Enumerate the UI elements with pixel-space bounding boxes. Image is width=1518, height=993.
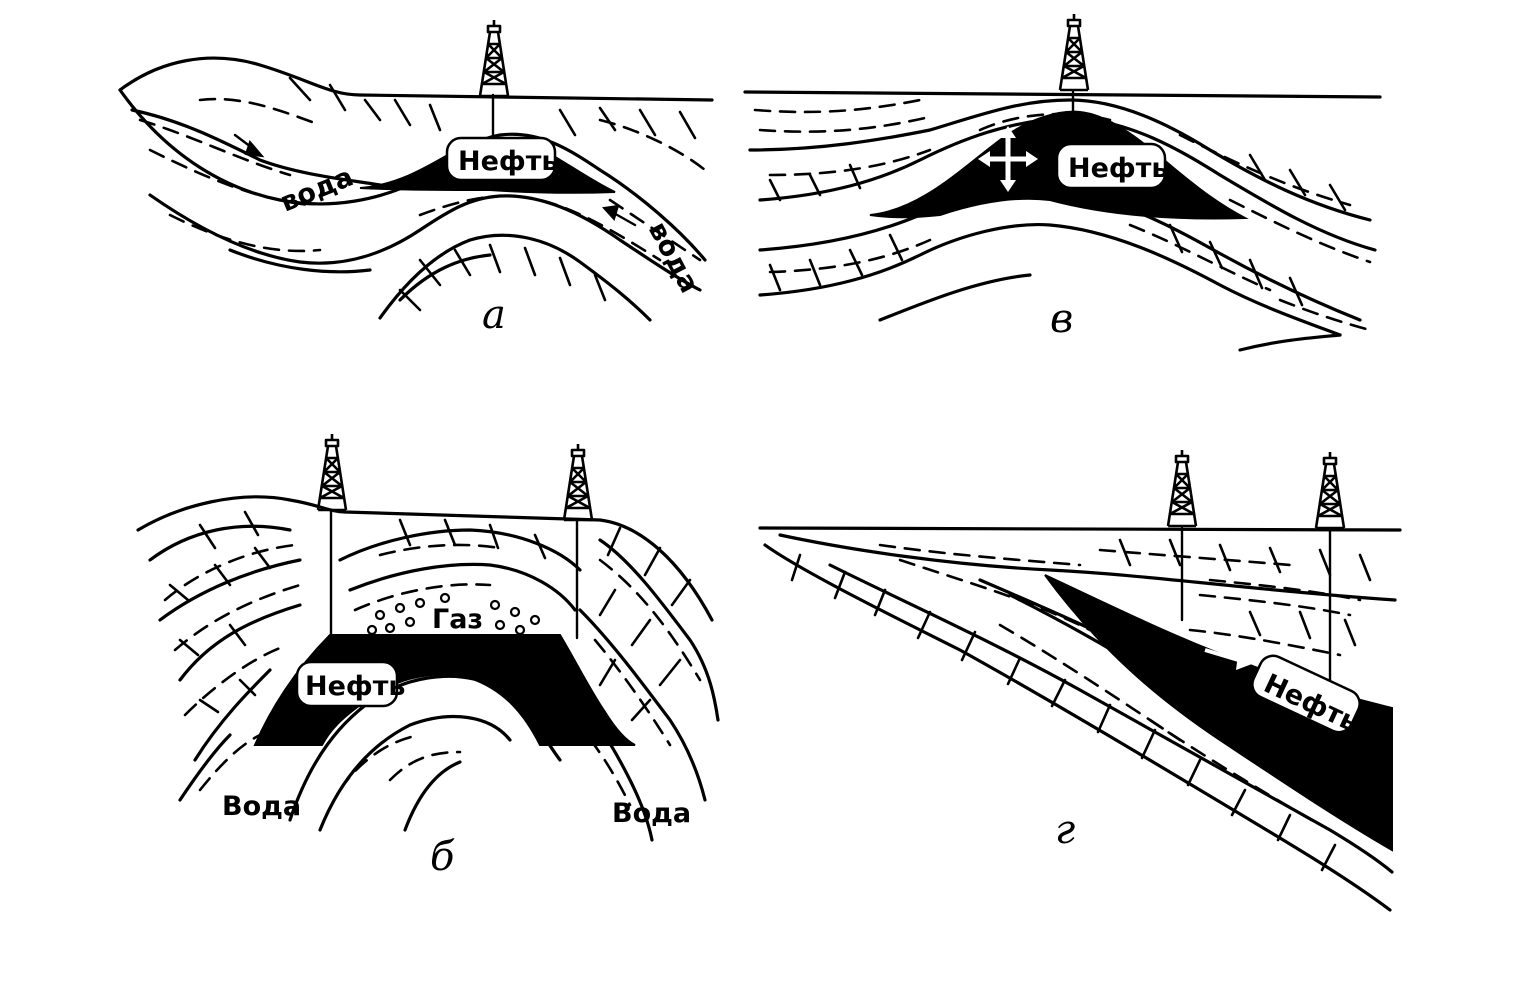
gas-label-b: Газ <box>432 604 483 635</box>
panel-letter-v: в <box>1050 296 1073 342</box>
panel-a: Нефть вода вода а <box>118 18 714 338</box>
oil-label-v: Нефть <box>1068 153 1168 184</box>
panel-g: Нефть г <box>758 448 1402 912</box>
oil-label-b: Нефть <box>305 671 405 702</box>
water-label-b-left: Вода <box>222 791 301 822</box>
panel-letter-b: б <box>430 834 455 880</box>
panel-v: Нефть в <box>743 12 1382 352</box>
panel-b: Газ Нефть Вода Вода б <box>136 432 720 880</box>
water-label-b-right: Вода <box>612 798 691 829</box>
panel-letter-g: г <box>1055 807 1075 853</box>
panel-letter-a: а <box>482 292 506 338</box>
oil-label-a: Нефть <box>458 146 558 177</box>
